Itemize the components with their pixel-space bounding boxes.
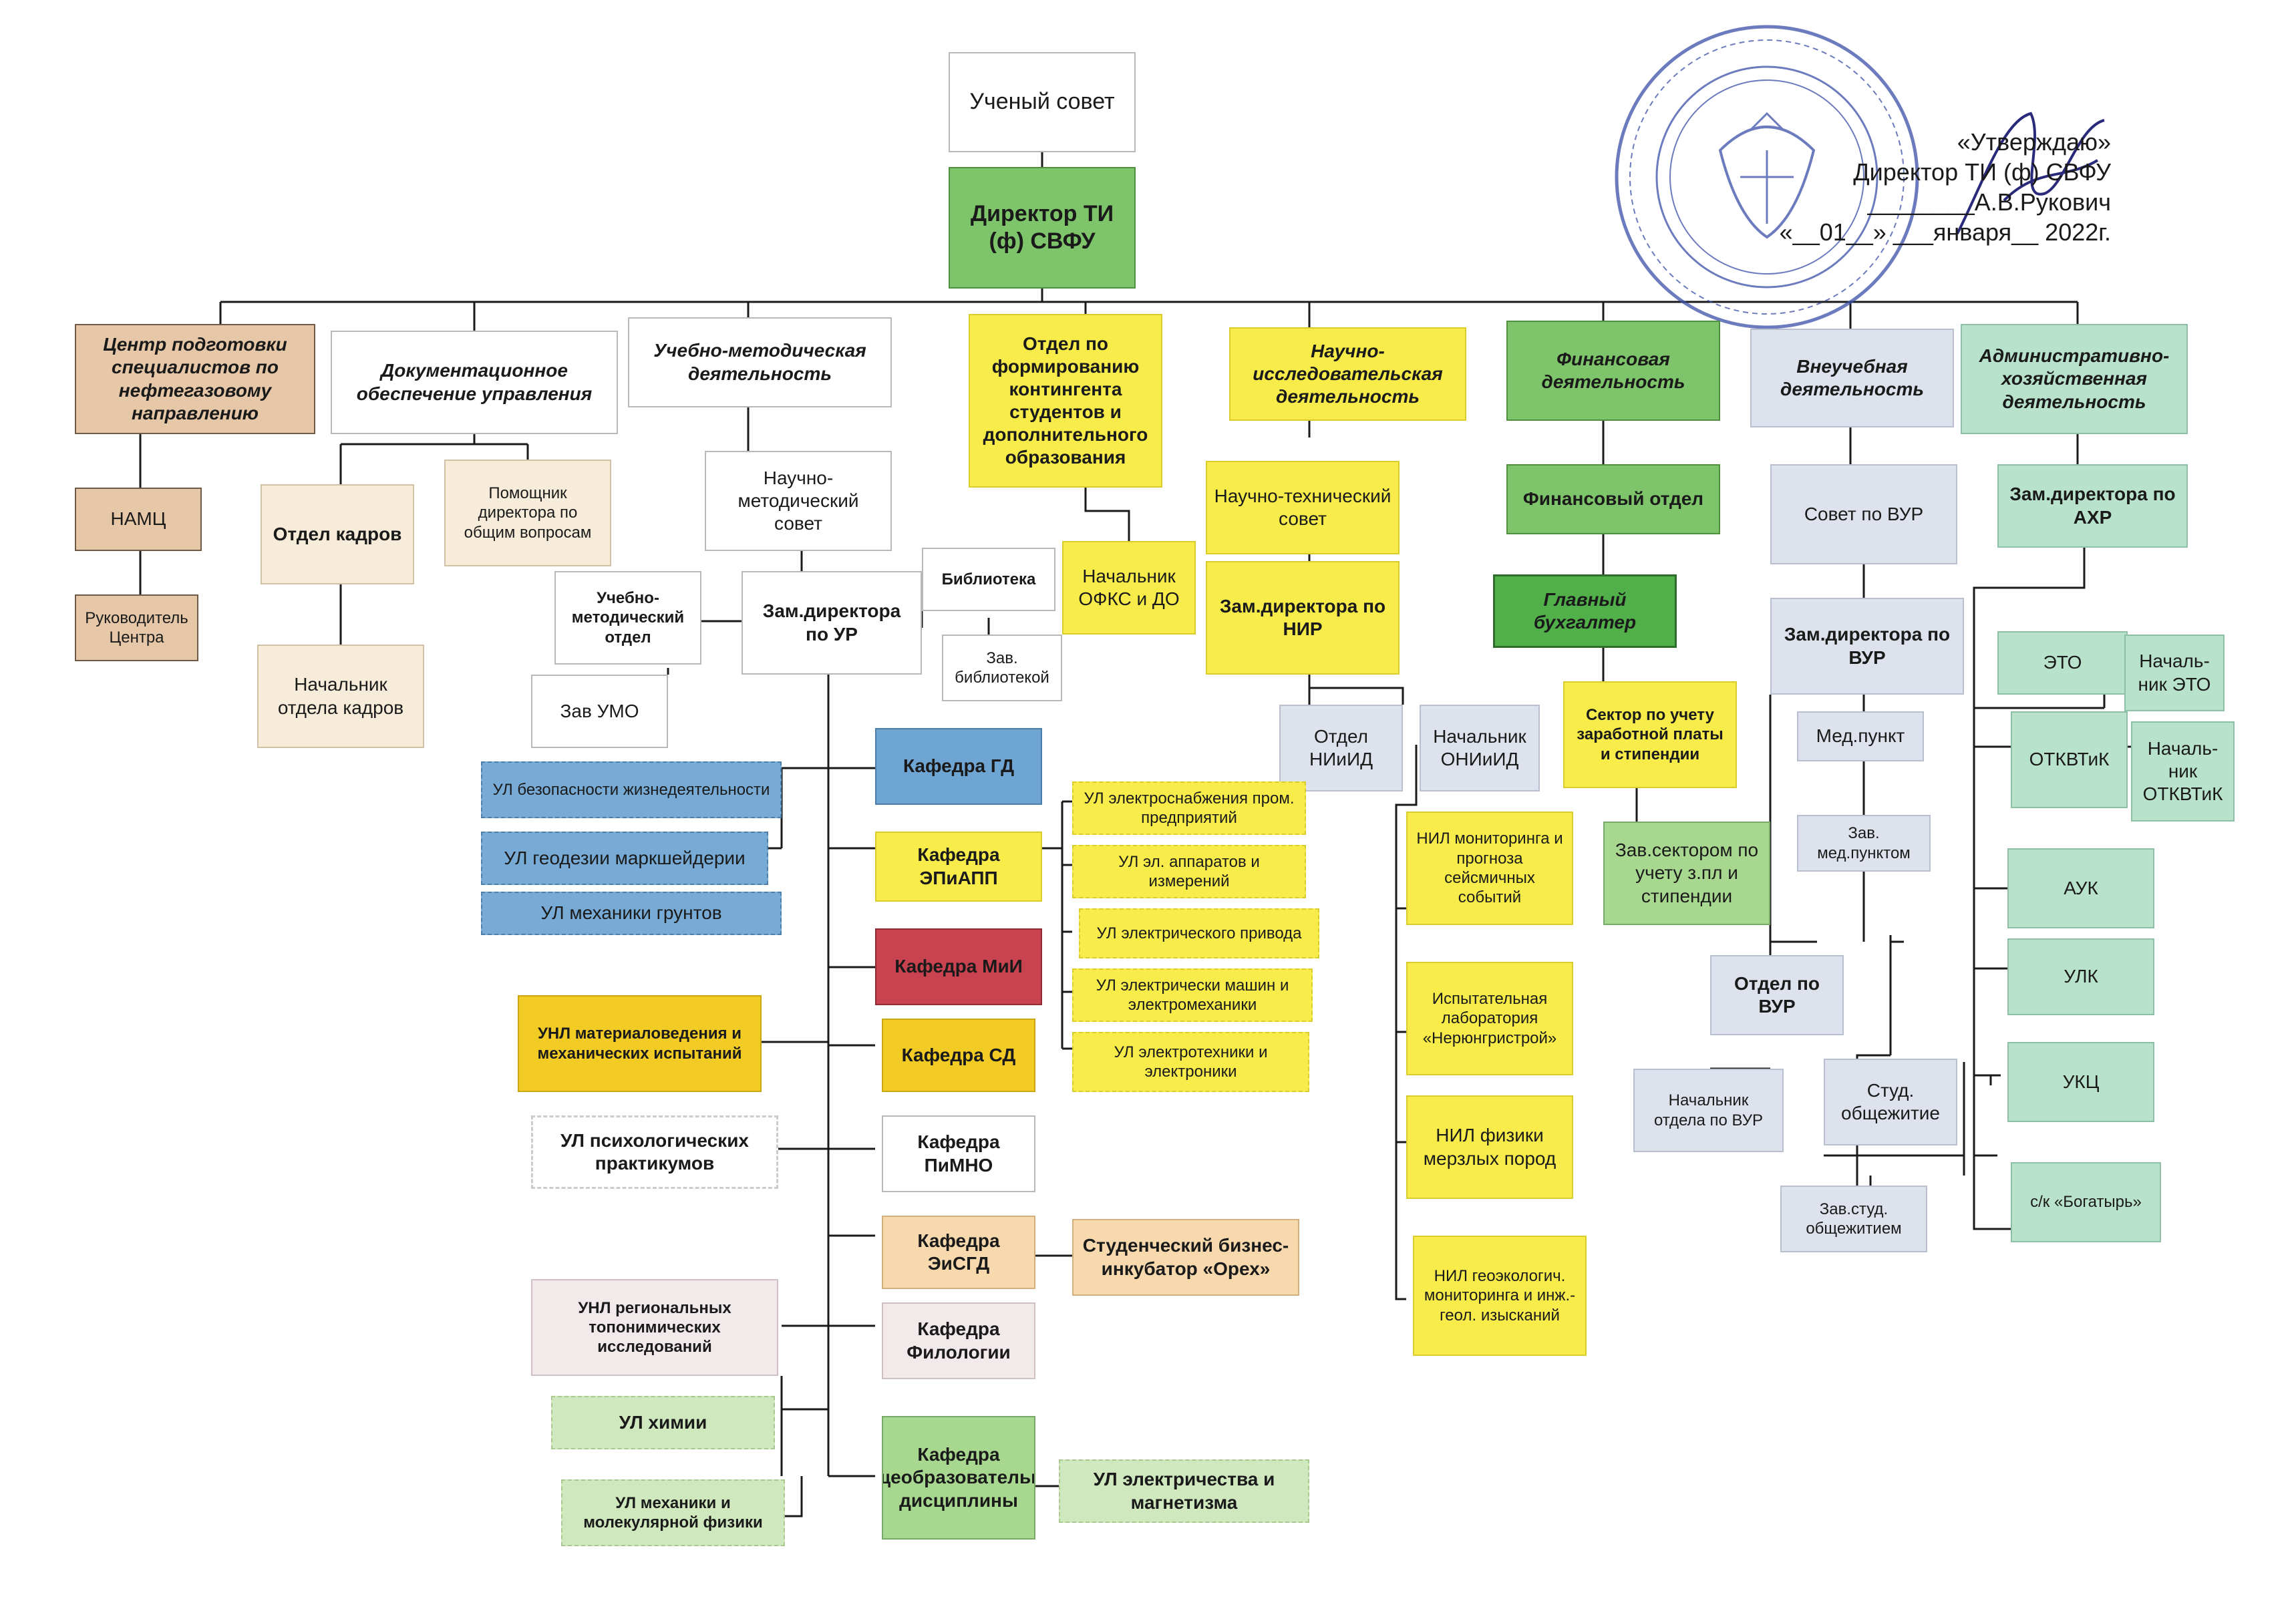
ul-apparatus-box: УЛ эл. аппаратов и измерений [1072,845,1306,898]
kaf-gd-box: Кафедра ГД [875,728,1042,805]
extra-box: Внеучебная деятельность [1750,329,1954,427]
med-box: Мед.пункт [1797,711,1924,761]
niiid-box: Отдел НИиИД [1279,705,1403,791]
vur-council-box: Совет по ВУР [1770,464,1957,564]
kaf-mii-box: Кафедра МиИ [875,928,1042,1005]
finance-box: Финансовая деятельность [1506,321,1720,421]
dorm-head-box: Зав.студ. общежитием [1780,1186,1927,1252]
deputy-ur-box: Зам.директора по УР [742,571,922,675]
unl-materials-box: УНЛ материаловедения и механических испы… [518,995,762,1092]
kaf-epiapp-box: Кафедра ЭПиАПП [875,832,1042,902]
approval-name: ________А.В.Рукович [1867,188,2111,216]
unl-topo-box: УНЛ региональных топонимических исследов… [531,1279,778,1376]
ul-power-box: УЛ электроснабжения пром. предприятий [1072,781,1306,835]
hr-head-box: Начальник отдела кадров [257,645,424,748]
ukc-box: УКЦ [2007,1042,2154,1122]
nil-geoeco-box: НИЛ геоэкологич. мониторинга и инж.-геол… [1413,1236,1587,1356]
namc-box: НАМЦ [75,488,202,551]
vur-head-box: Начальник отдела по ВУР [1633,1069,1784,1152]
deputy-nir-box: Зам.директора по НИР [1206,561,1400,675]
docs-box: Документационное обеспечение управления [331,331,618,434]
deputy-vur-box: Зам.директора по ВУР [1770,598,1964,695]
approval-date: «__01__» ___января__ 2022г. [1779,218,2111,246]
ul-psych-box: УЛ психологических практикумов [531,1115,778,1189]
center-box: Центр подготовки специалистов по нефтега… [75,324,315,434]
umo-head-box: Зав УМО [531,675,668,748]
approval-title: «Утверждаю» [1957,128,2111,156]
kaf-philology-box: Кафедра Филологии [882,1302,1035,1379]
nil-seismic-box: НИЛ мониторинга и прогноза сейсмичных со… [1406,812,1573,925]
sport-box: с/к «Богатырь» [2011,1162,2161,1242]
eto-head-box: Началь-ник ЭТО [2124,635,2225,711]
otkvtik-box: ОТКВТиК [2011,711,2128,808]
assistant-box: Помощник директора по общим вопросам [444,460,611,566]
nil-frozen-box: НИЛ физики мерзлых пород [1406,1095,1573,1199]
contingent-box: Отдел по формированию контингента студен… [969,314,1162,488]
kaf-esgd-box: Кафедра ЭиСГД [882,1216,1035,1289]
otkvtik-head-box: Началь-ник ОТКВТиК [2131,721,2235,822]
ul-electronics-box: УЛ электротехники и электроники [1072,1032,1309,1092]
kaf-general-box: Кафедра Общеобразовательные дисциплины [882,1416,1035,1540]
chief-acc-box: Главный бухгалтер [1493,574,1677,648]
deputy-ahr-box: Зам.директора по АХР [1997,464,2188,548]
payroll-box: Сектор по учету заработной платы и стипе… [1563,681,1737,788]
library-box: Библиотека [922,548,1055,611]
incubator-box: Студенческий бизнес-инкубатор «Орех» [1072,1219,1299,1296]
ul-magnet-box: УЛ электричества и магнетизма [1059,1459,1309,1523]
eto-box: ЭТО [1997,631,2128,695]
fin-dept-box: Финансовый отдел [1506,464,1720,534]
sci-tech-council-box: Научно-технический совет [1206,461,1400,554]
med-head-box: Зав. мед.пунктом [1797,815,1931,872]
official-stamp [1615,25,1919,329]
lab-test-box: Испытательная лаборатория «Нерюнгристрой… [1406,962,1573,1075]
ofks-head-box: Начальник ОФКС и ДО [1062,541,1196,635]
ul-chem-box: УЛ химии [551,1396,775,1449]
kaf-sd-box: Кафедра СД [882,1019,1035,1092]
payroll-head-box: Зав.сектором по учету з.пл и стипендии [1603,822,1770,925]
research-box: Научно-исследовательская деятельность [1229,327,1466,421]
director-box: Директор ТИ (ф) СВФУ [949,167,1136,289]
admin-box: Административно-хозяйственная деятельнос… [1961,324,2188,434]
ul-machines-box: УЛ электрически машин и электромеханики [1072,968,1313,1022]
ul-bzh-box: УЛ безопасности жизнедеятельности [481,761,782,818]
approval-position: Директор ТИ (ф) СВФУ [1853,158,2111,186]
kaf-pimno-box: Кафедра ПиМНО [882,1115,1035,1192]
ul-drive-box: УЛ электрического привода [1079,908,1319,958]
ul-molphys-box: УЛ механики и молекулярной физики [561,1479,785,1546]
auk-box: АУК [2007,848,2154,928]
ul-mech-box: УЛ механики грунтов [481,892,782,935]
signature [1956,112,2105,234]
hr-dept-box: Отдел кадров [261,484,414,584]
umo-box: Учебно-методический отдел [554,571,701,665]
sci-method-council-box: Научно-методический совет [705,451,892,551]
ulk-box: УЛК [2007,938,2154,1015]
ul-geod-box: УЛ геодезии маркшейдерии [481,832,768,885]
center-head-box: Руководитель Центра [75,594,198,661]
edu-method-box: Учебно-методическая деятельность [628,317,892,407]
library-head-box: Зав. библиотекой [942,635,1062,701]
dorm-box: Студ. общежитие [1824,1059,1957,1145]
academic-council-box: Ученый совет [949,52,1136,152]
approval-block: «Утверждаю» Директор ТИ (ф) СВФУ _______… [1764,127,2111,247]
oniiid-head-box: Начальник ОНИиИД [1420,705,1540,791]
vur-dept-box: Отдел по ВУР [1710,955,1844,1035]
